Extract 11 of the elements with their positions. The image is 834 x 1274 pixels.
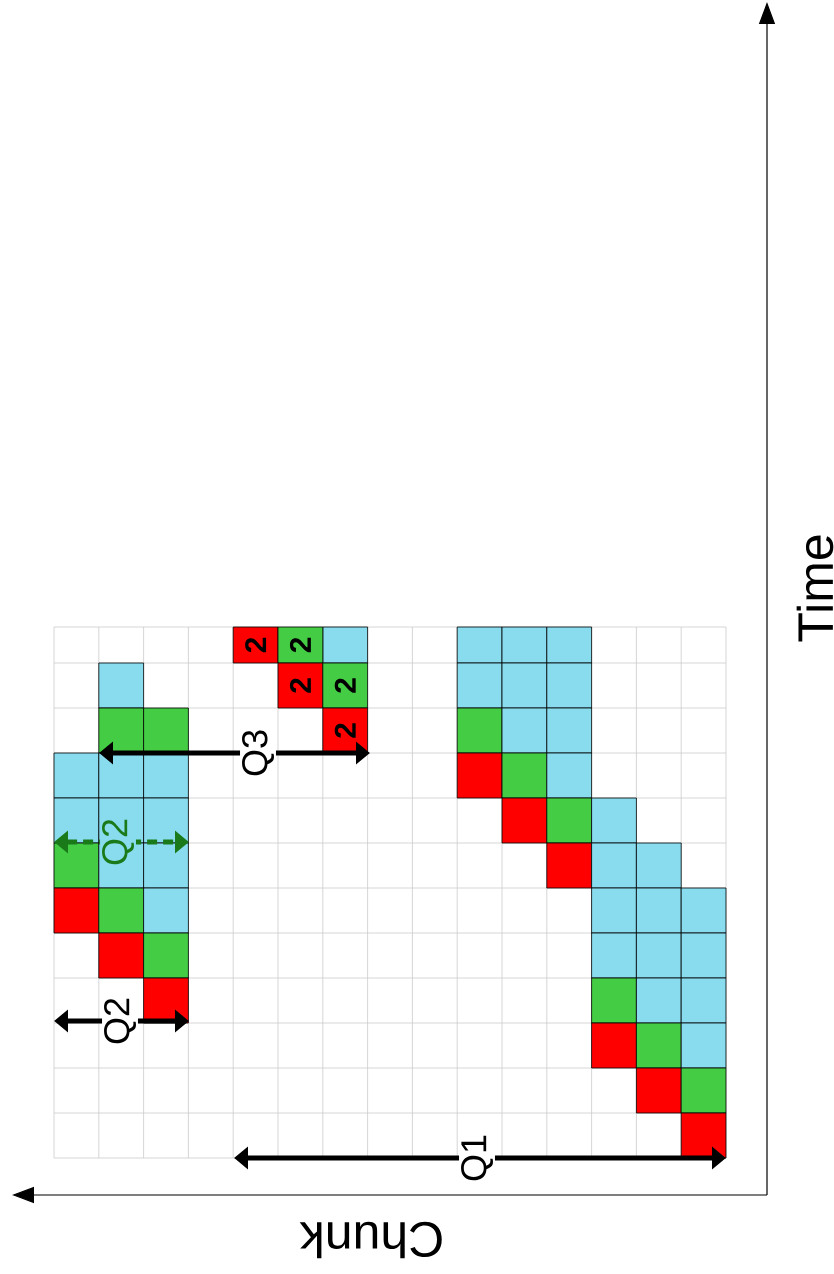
numbered-cell: 2: [277, 662, 324, 709]
numbered-cell: 2: [322, 707, 368, 754]
numbered-cell: 2: [232, 626, 279, 664]
dimension-label: Q2: [102, 995, 138, 1047]
dimension-label: Q1: [459, 1132, 495, 1184]
dimension-label: Q3: [240, 727, 276, 779]
axis-label: Time: [796, 535, 834, 642]
axis-label: Chunk: [299, 1221, 442, 1259]
numbered-cell: 2: [322, 662, 368, 709]
dimension-label: Q2: [100, 816, 136, 868]
numbered-cell: 2: [277, 626, 324, 664]
